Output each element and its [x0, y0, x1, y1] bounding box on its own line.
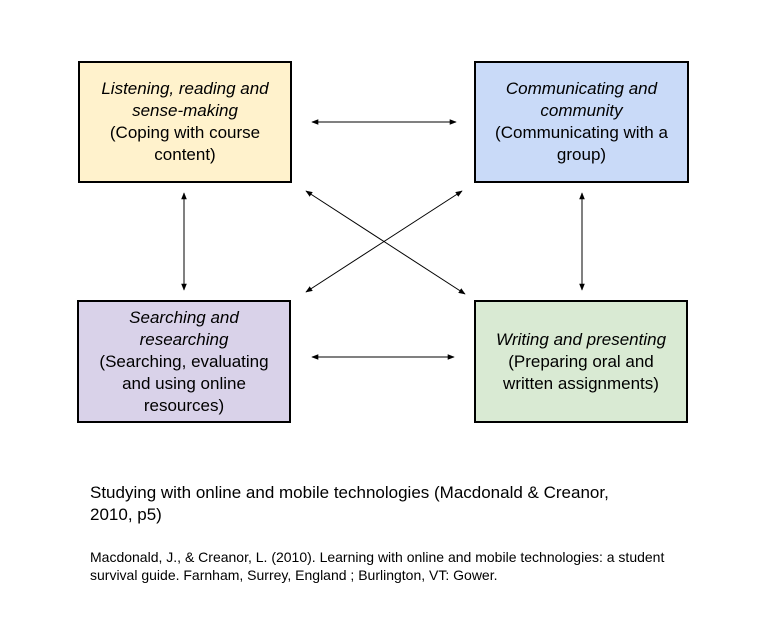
searching-box: Searching and researching (Searching, ev…: [77, 300, 291, 423]
listening-title: Listening, reading and sense-making: [101, 79, 269, 120]
diagram-caption: Studying with online and mobile technolo…: [90, 483, 609, 524]
communicating-title: Communicating and community: [505, 79, 658, 120]
arrow-listening-writing: [305, 190, 466, 295]
listening-subtitle: (Coping with course content): [109, 123, 261, 164]
searching-subtitle: (Searching, evaluating and using online …: [99, 351, 269, 415]
reference-citation: Macdonald, J., & Creanor, L. (2010). Lea…: [90, 549, 665, 583]
writing-subtitle: (Preparing oral and written assignments): [503, 351, 659, 393]
communicating-box: Communicating and community (Communicati…: [474, 61, 689, 183]
searching-title: Searching and researching: [129, 307, 239, 349]
writing-title: Writing and presenting: [495, 329, 667, 349]
writing-box: Writing and presenting (Preparing oral a…: [474, 300, 688, 423]
communicating-subtitle: (Communicating with a group): [495, 123, 668, 164]
arrow-communicating-searching: [305, 190, 463, 293]
listening-box: Listening, reading and sense-making (Cop…: [78, 61, 292, 183]
